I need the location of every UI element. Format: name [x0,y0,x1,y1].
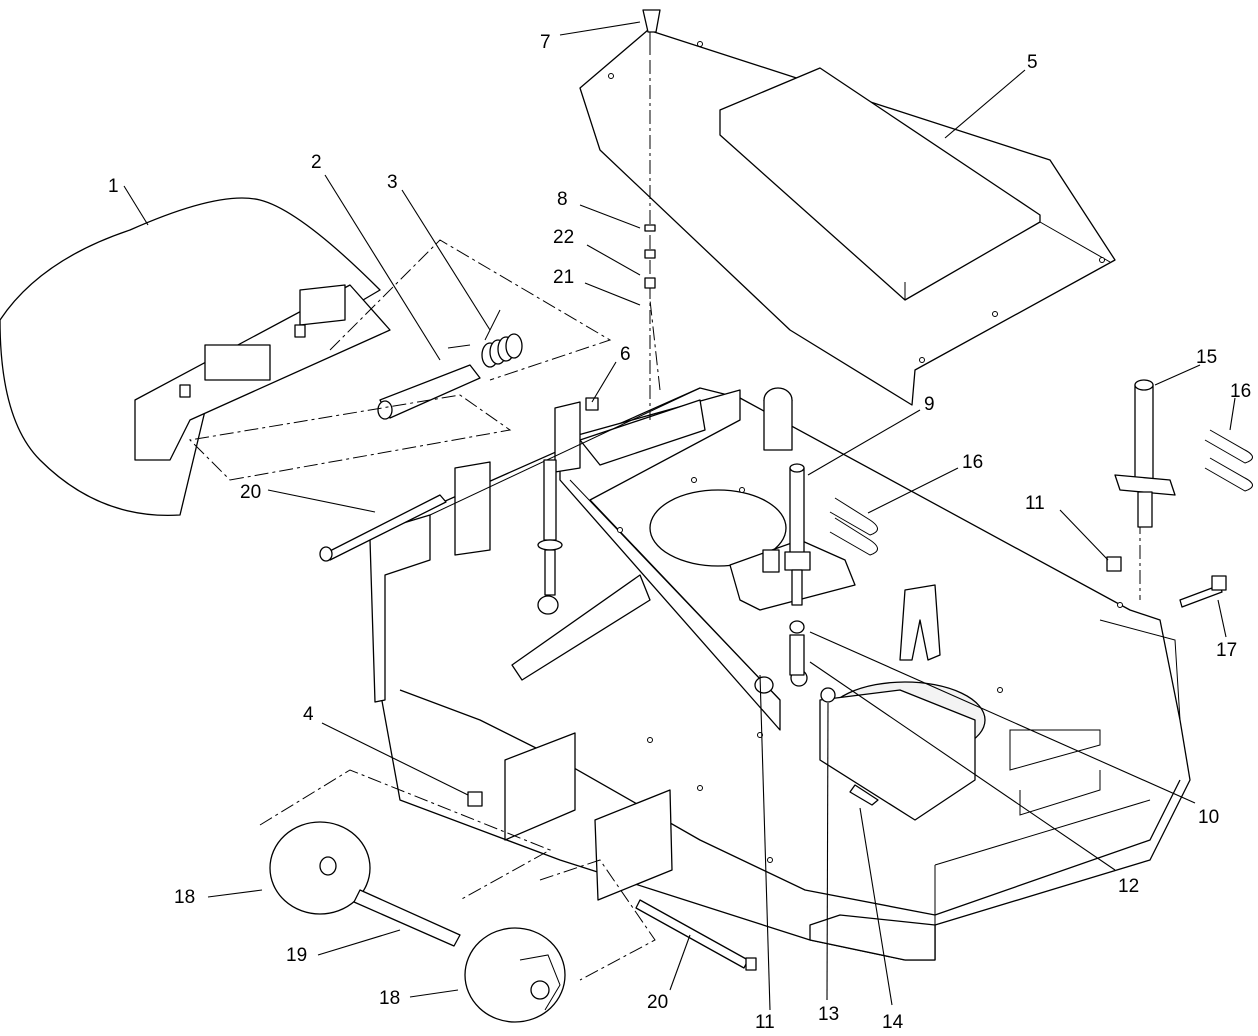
callout-13: 13 [818,1004,839,1025]
wheel-upper [269,821,371,915]
callout-20: 20 [240,482,261,503]
callout-5: 5 [1027,52,1038,73]
height-pin-left [537,459,563,615]
callout-16: 16 [962,452,983,473]
height-pin-right [1114,379,1176,528]
callout-18: 18 [174,887,195,908]
callout-9: 9 [924,394,935,415]
hairpin-clips [829,429,1253,556]
callout-19: 19 [286,945,307,966]
cotter-pin [642,9,661,55]
wheel-lower [464,927,566,1023]
callout-leaders [123,21,1236,1011]
callout-10: 10 [1198,807,1219,828]
callout-21: 21 [553,267,574,288]
callout-4: 4 [303,704,314,725]
height-pin-center [784,463,811,676]
callout-15: 15 [1196,347,1217,368]
callout-1: 1 [108,176,119,197]
callout-6: 6 [620,344,631,365]
callout-22: 22 [553,227,574,248]
top-cover-plate [579,29,1116,406]
callout-14: 14 [882,1012,904,1033]
discharge-chute [0,197,391,517]
stacked-washers [644,224,656,289]
mower-deck [369,387,1191,961]
assembly-guide-lines [188,60,1141,981]
callout-20: 20 [647,992,668,1013]
bolt-hardware [319,397,1227,971]
hinge-rod [377,364,481,420]
callout-18: 18 [379,988,400,1009]
callout-labels: 1 2 3 4 5 6 7 8 22 21 9 16 15 16 11 17 2… [108,32,1251,1033]
axle [353,889,461,947]
callout-3: 3 [387,172,398,193]
callout-12: 12 [1118,876,1139,897]
callout-8: 8 [557,189,568,210]
callout-2: 2 [311,152,322,173]
callout-11: 11 [755,1012,775,1033]
torsion-spring [447,309,523,368]
callout-16: 16 [1230,381,1251,402]
callout-7: 7 [540,32,551,53]
callout-17: 17 [1216,640,1237,661]
callout-11: 11 [1025,493,1045,514]
